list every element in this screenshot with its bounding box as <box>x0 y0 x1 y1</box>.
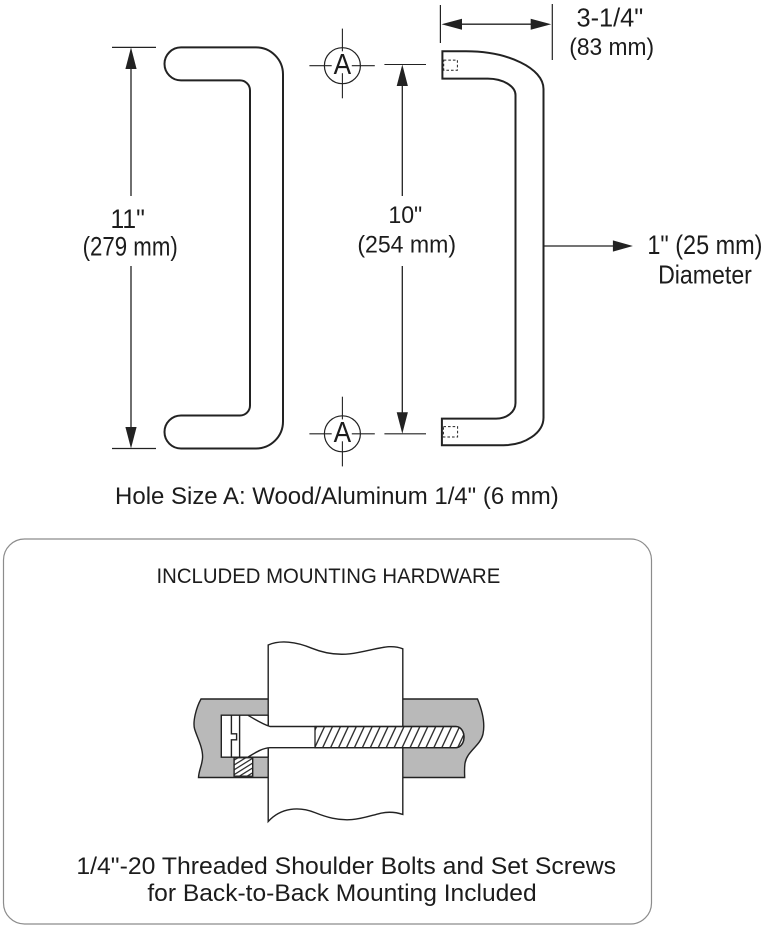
svg-text:A: A <box>334 417 352 449</box>
svg-text:INCLUDED MOUNTING HARDWARE: INCLUDED MOUNTING HARDWARE <box>157 565 501 588</box>
svg-text:(254 mm): (254 mm) <box>357 232 456 259</box>
svg-text:A: A <box>334 49 352 81</box>
svg-text:3-1/4": 3-1/4" <box>577 5 644 33</box>
svg-text:11": 11" <box>111 204 145 234</box>
svg-text:Hole Size A: Wood/Aluminum 1/4: Hole Size A: Wood/Aluminum 1/4" (6 mm) <box>115 483 559 510</box>
svg-text:1/4"-20 Threaded Shoulder Bolt: 1/4"-20 Threaded Shoulder Bolts and Set … <box>76 853 616 880</box>
svg-text:(83 mm): (83 mm) <box>569 34 654 61</box>
svg-text:(279 mm): (279 mm) <box>83 232 178 262</box>
svg-text:for Back-to-Back Mounting Incl: for Back-to-Back Mounting Included <box>147 880 536 907</box>
svg-text:10": 10" <box>388 202 422 229</box>
svg-text:Diameter: Diameter <box>658 259 752 289</box>
svg-text:1" (25 mm): 1" (25 mm) <box>647 230 762 260</box>
